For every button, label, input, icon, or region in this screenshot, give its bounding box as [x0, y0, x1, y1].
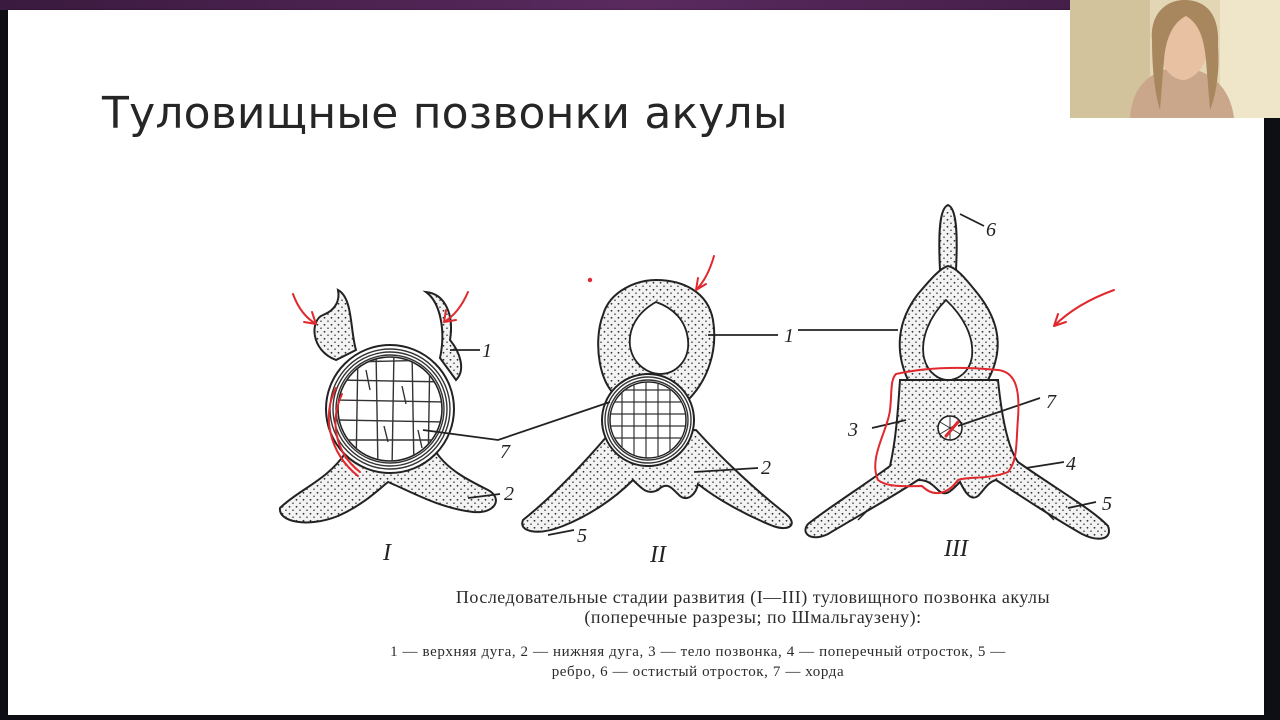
webcam-video — [1070, 0, 1280, 118]
slide-title: Туловищные позвонки акулы — [102, 88, 788, 139]
red-arc-stage1-chord — [327, 387, 361, 477]
caption-line-2: (поперечные разрезы; по Шмальгаузену): — [584, 607, 922, 627]
stage-1-vertebra: I — [279, 288, 497, 566]
label-7-stage3: 7 — [1046, 391, 1057, 413]
legend-line-1: 1 — верхняя дуга, 2 — нижняя дуга, 3 — т… — [390, 644, 1006, 660]
label-3-stage3: 3 — [847, 419, 858, 441]
label-1-stage3: 1 — [784, 325, 794, 347]
stage-3-body — [804, 379, 1110, 540]
stage-2-neural-canal — [628, 301, 689, 375]
vertebra-drawings: I II — [279, 203, 1115, 568]
presentation-slide: Туловищные позвонки акулы — [8, 10, 1264, 715]
label-4-stage3: 4 — [1066, 453, 1076, 475]
red-arrow-stage1-right — [443, 291, 469, 323]
figure-caption: Последовательные стадии развития (I—III)… — [338, 587, 1168, 627]
vertebra-diagram: I II — [218, 190, 1198, 710]
label-2-stage1: 2 — [504, 483, 514, 505]
leader-lines — [422, 213, 1097, 536]
part-number-labels: 1 7 2 1 2 5 6 3 7 4 5 — [482, 219, 1112, 547]
stage-1-lower-arch — [279, 451, 497, 524]
label-2-stage2: 2 — [761, 457, 771, 479]
label-5-stage3: 5 — [1102, 493, 1112, 515]
presenter-video-frame — [1070, 0, 1280, 118]
label-6-stage3: 6 — [986, 219, 996, 241]
caption-line-1: Последовательные стадии развития (I—III)… — [455, 587, 1051, 607]
label-5-stage2: 5 — [577, 525, 587, 547]
red-arrow-stage1-left — [292, 293, 317, 325]
stage-2-label: II — [649, 542, 667, 568]
red-annotations — [292, 255, 1115, 495]
window-top-strip — [0, 0, 1280, 10]
stage-2-lower-arch — [521, 428, 793, 533]
stage-2-chord — [609, 381, 687, 459]
stage-2-vertebra: II — [521, 278, 793, 568]
red-outline-vertebral-body — [874, 366, 1020, 495]
stage-1-upper-arch-right — [422, 290, 463, 382]
legend-line-2: ребро, 6 — остистый отросток, 7 — хорда — [551, 664, 845, 680]
stage-3-vertebra: III — [804, 203, 1110, 562]
label-7-stage1: 7 — [500, 441, 511, 463]
red-arrow-stage2 — [695, 255, 715, 291]
stage-3-spinous-process — [938, 203, 958, 271]
red-arrow-stage3 — [1053, 289, 1115, 327]
figure-legend: 1 — верхняя дуга, 2 — нижняя дуга, 3 — т… — [238, 642, 1158, 682]
stage-1-chord — [337, 356, 443, 462]
label-1-stage1: 1 — [482, 340, 492, 362]
stage-3-label: III — [943, 536, 969, 562]
stage-1-upper-arch-left — [313, 288, 358, 362]
stage-1-label: I — [382, 540, 392, 566]
